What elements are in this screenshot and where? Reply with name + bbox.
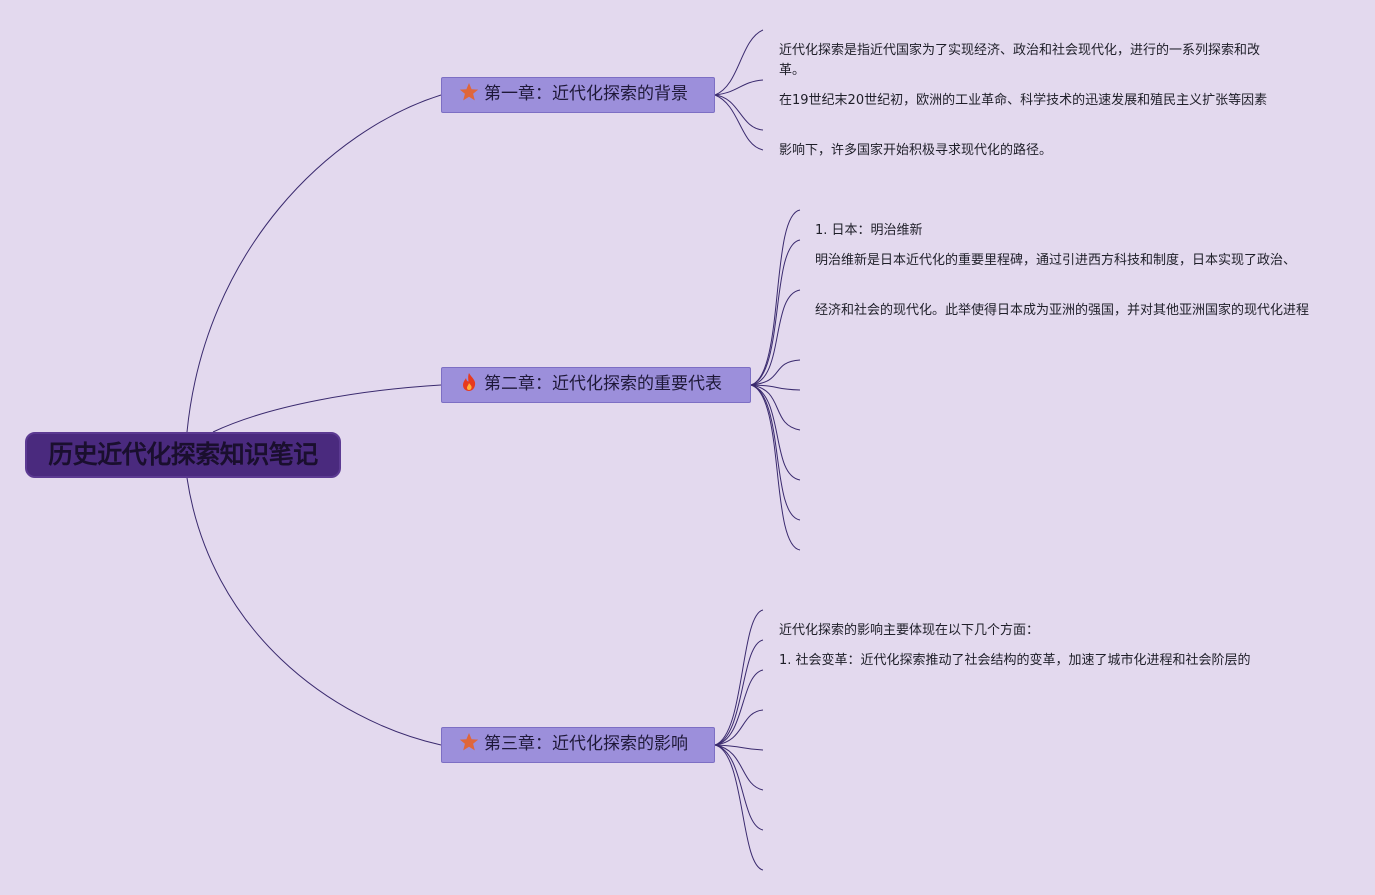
connector-root-ch2: [212, 384, 442, 433]
connector-ch2-4: [750, 359, 801, 386]
root-topic[interactable]: 历史近代化探索知识笔记: [25, 432, 341, 478]
connector-ch2-2: [750, 239, 801, 386]
connector-ch2-1: [750, 209, 801, 386]
connector-ch2-9: [750, 384, 801, 551]
connector-ch1-1: [714, 29, 764, 96]
chapter-3-topic[interactable]: 第三章：近代化探索的影响: [441, 727, 715, 763]
connector-ch3-3: [714, 669, 764, 746]
fire-icon: [459, 372, 479, 392]
connector-ch1-3: [714, 94, 764, 131]
connector-ch2-7: [750, 384, 801, 481]
root-topic-label: 历史近代化探索知识笔记: [48, 440, 318, 469]
connector-root-ch1: [186, 94, 442, 433]
chapter-2-item-3[interactable]: 经济和社会的现代化。此举使得日本成为亚洲的强国，并对其他亚洲国家的现代化进程: [815, 303, 1310, 318]
chapter-1-item-1[interactable]: 近代化探索是指近代国家为了实现经济、政治和社会现代化，进行的一系列探索和改革。: [779, 43, 1261, 78]
connector-ch3-1: [714, 609, 764, 746]
chapter-1-item-2[interactable]: 在19世纪末20世纪初，欧洲的工业革命、科学技术的迅速发展和殖民主义扩张等因素: [779, 93, 1268, 108]
chapter-2-topic[interactable]: 第二章：近代化探索的重要代表: [441, 367, 751, 403]
connector-root-ch3: [186, 477, 442, 746]
chapter-3-label: 第三章：近代化探索的影响: [484, 734, 688, 754]
connector-ch3-4: [714, 709, 764, 746]
chapter-3-item-1[interactable]: 近代化探索的影响主要体现在以下几个方面：: [779, 623, 1040, 638]
star-icon: [459, 732, 479, 752]
connector-ch3-2: [714, 639, 764, 746]
connector-ch2-3: [750, 289, 801, 386]
chapter-2-item-2[interactable]: 明治维新是日本近代化的重要里程碑，通过引进西方科技和制度，日本实现了政治、: [815, 253, 1297, 268]
connector-ch1-4: [714, 94, 764, 151]
chapter-1-item-3[interactable]: 影响下，许多国家开始积极寻求现代化的路径。: [779, 143, 1053, 158]
connector-ch3-6: [714, 744, 764, 791]
connector-ch3-7: [714, 744, 764, 831]
chapter-2-label: 第二章：近代化探索的重要代表: [484, 374, 722, 394]
connector-ch2-5: [750, 384, 801, 391]
chapter-1-label: 第一章：近代化探索的背景: [484, 84, 688, 104]
chapter-1-topic[interactable]: 第一章：近代化探索的背景: [441, 77, 715, 113]
connector-ch2-6: [750, 384, 801, 431]
connector-ch3-5: [714, 744, 764, 751]
star-icon: [459, 82, 479, 102]
chapter-2-item-1[interactable]: 1. 日本：明治维新: [815, 223, 923, 238]
connector-ch3-8: [714, 744, 764, 871]
connector-ch1-2: [714, 79, 764, 96]
chapter-3-item-2[interactable]: 1. 社会变革：近代化探索推动了社会结构的变革，加速了城市化进程和社会阶层的: [779, 653, 1251, 668]
